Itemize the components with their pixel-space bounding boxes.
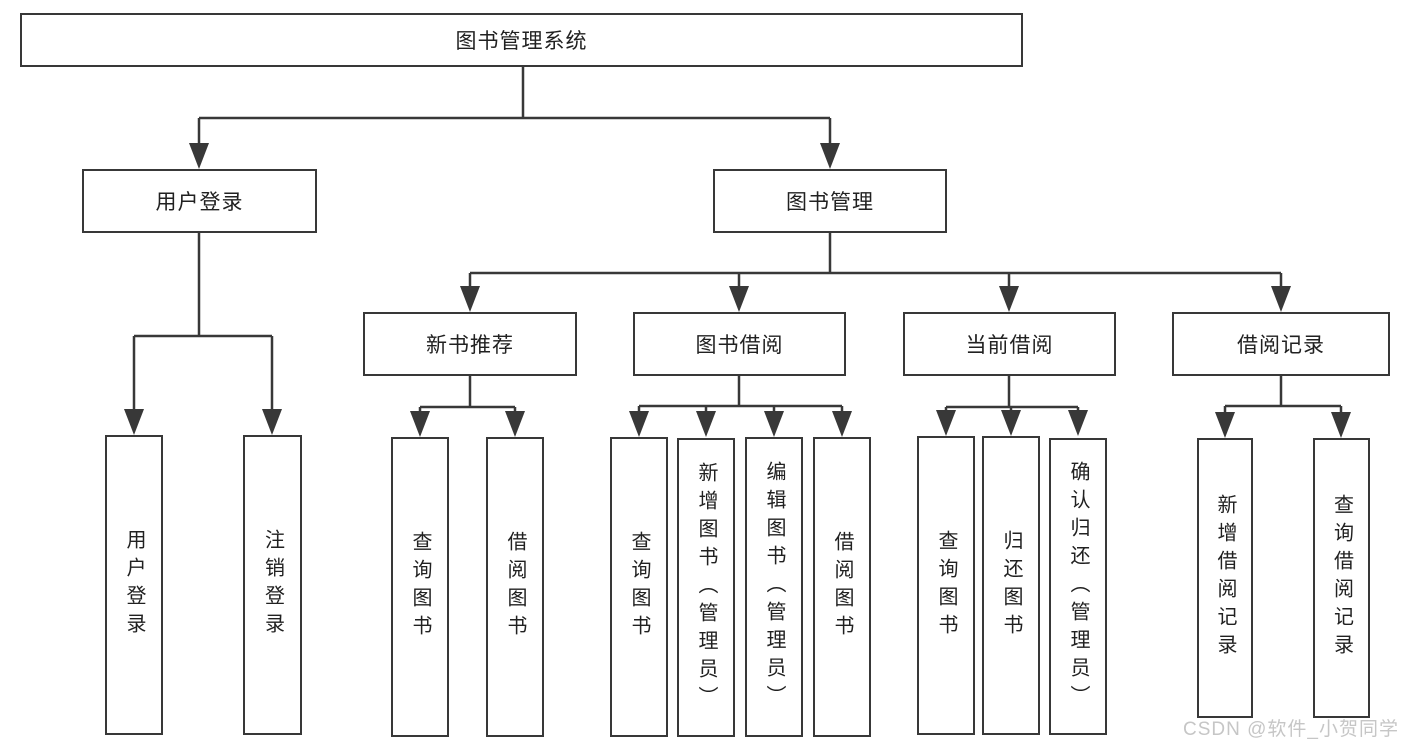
node-user-login: 用户登录 bbox=[82, 169, 317, 233]
watermark: CSDN @软件_小贺同学 bbox=[1183, 719, 1399, 740]
arrowhead bbox=[262, 409, 282, 435]
arrowhead bbox=[1215, 412, 1235, 438]
leaf-query-books-3-label: 查询图书 bbox=[935, 529, 957, 642]
arrowhead bbox=[629, 411, 649, 437]
leaf-add-borrow-record: 新增借阅记录 bbox=[1197, 438, 1253, 718]
leaf-query-books-2-label: 查询图书 bbox=[628, 531, 650, 643]
arrowhead bbox=[410, 411, 430, 437]
arrowhead bbox=[189, 143, 209, 169]
leaf-confirm-return-admin: 确认归还（管理员） bbox=[1049, 438, 1107, 735]
node-current-borrow-label: 当前借阅 bbox=[965, 334, 1054, 357]
node-book-borrow-label: 图书借阅 bbox=[695, 334, 784, 357]
node-current-borrow: 当前借阅 bbox=[903, 312, 1116, 376]
leaf-user-login: 用户登录 bbox=[105, 435, 163, 735]
connector-book-borrow bbox=[637, 376, 844, 413]
leaf-query-borrow-record-label: 查询借阅记录 bbox=[1330, 494, 1353, 662]
node-root-label: 图书管理系统 bbox=[455, 30, 588, 53]
arrowhead bbox=[124, 409, 144, 435]
arrowhead bbox=[999, 286, 1019, 312]
connector-user-login bbox=[132, 233, 274, 411]
arrowhead bbox=[936, 410, 956, 436]
arrowhead bbox=[460, 286, 480, 312]
node-user-login-label: 用户登录 bbox=[155, 191, 244, 214]
leaf-return-book: 归还图书 bbox=[982, 436, 1040, 735]
arrowhead bbox=[729, 286, 749, 312]
node-root: 图书管理系统 bbox=[20, 13, 1023, 67]
leaf-query-books-3: 查询图书 bbox=[917, 436, 975, 735]
leaf-add-borrow-record-label: 新增借阅记录 bbox=[1214, 494, 1236, 662]
leaf-borrow-books-2: 借阅图书 bbox=[813, 437, 871, 737]
leaf-query-books-1: 查询图书 bbox=[391, 437, 449, 737]
arrowhead bbox=[764, 411, 784, 437]
node-book-borrow: 图书借阅 bbox=[633, 312, 846, 376]
leaf-add-book-admin: 新增图书（管理员） bbox=[677, 438, 735, 737]
node-book-management-label: 图书管理 bbox=[786, 191, 874, 214]
connector-current-borrow bbox=[944, 376, 1080, 412]
arrowhead bbox=[1068, 410, 1088, 436]
leaf-borrow-books-1: 借阅图书 bbox=[486, 437, 544, 737]
leaf-confirm-return-admin-label: 确认归还（管理员） bbox=[1067, 460, 1089, 713]
connector-book-management bbox=[468, 233, 1283, 288]
leaf-logout: 注销登录 bbox=[243, 435, 302, 735]
connector-new-book bbox=[418, 376, 517, 413]
leaf-query-books-1-label: 查询图书 bbox=[409, 531, 431, 643]
node-borrow-records: 借阅记录 bbox=[1172, 312, 1390, 376]
connector-root bbox=[197, 67, 832, 145]
arrowhead bbox=[696, 411, 716, 437]
leaf-user-login-label: 用户登录 bbox=[123, 529, 145, 641]
arrowhead bbox=[1001, 410, 1021, 436]
leaf-query-borrow-record: 查询借阅记录 bbox=[1313, 438, 1370, 718]
arrowhead bbox=[832, 411, 852, 437]
leaf-edit-book-admin: 编辑图书（管理员） bbox=[745, 437, 803, 737]
leaf-edit-book-admin-label: 编辑图书（管理员） bbox=[763, 461, 785, 713]
arrowhead bbox=[820, 143, 840, 169]
connector-borrow-records bbox=[1223, 376, 1343, 414]
node-new-book-recommend: 新书推荐 bbox=[363, 312, 577, 376]
arrowhead bbox=[505, 411, 525, 437]
arrowhead bbox=[1271, 286, 1291, 312]
arrowhead bbox=[1331, 412, 1351, 438]
leaf-add-book-admin-label: 新增图书（管理员） bbox=[695, 461, 717, 714]
leaf-return-book-label: 归还图书 bbox=[1000, 529, 1022, 642]
node-new-book-recommend-label: 新书推荐 bbox=[426, 334, 514, 357]
leaf-query-books-2: 查询图书 bbox=[610, 437, 668, 737]
node-book-management: 图书管理 bbox=[713, 169, 947, 233]
leaf-borrow-books-1-label: 借阅图书 bbox=[504, 531, 526, 643]
leaf-logout-label: 注销登录 bbox=[261, 529, 284, 641]
node-borrow-records-label: 借阅记录 bbox=[1237, 334, 1325, 357]
leaf-borrow-books-2-label: 借阅图书 bbox=[831, 531, 853, 643]
